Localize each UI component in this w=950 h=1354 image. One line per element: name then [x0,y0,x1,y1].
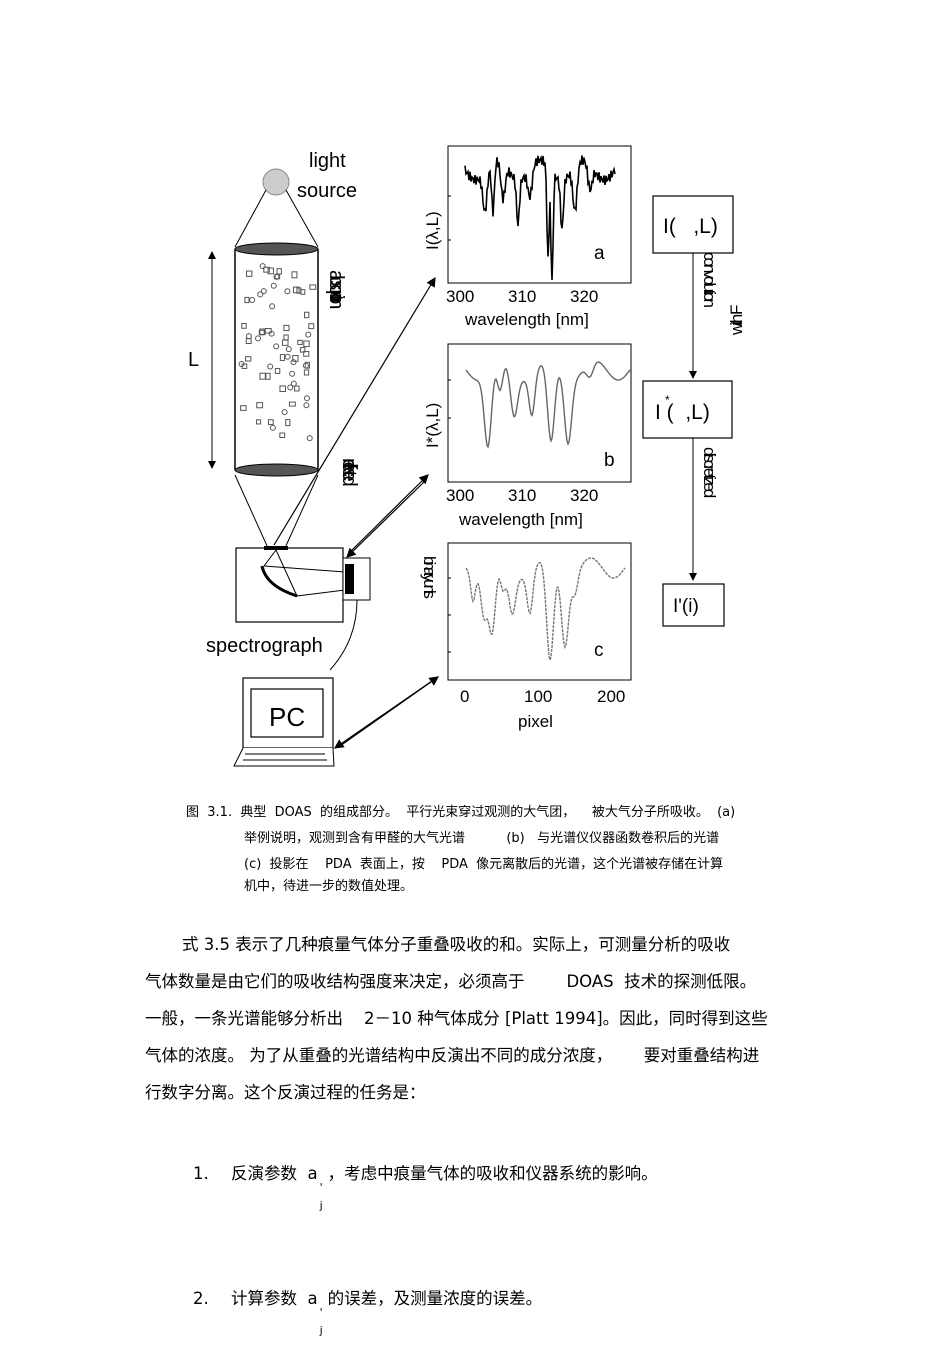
panel-a-xtick: 300 [446,287,474,306]
list-text: 计算参数 a [230,1289,318,1308]
path-length-label: L [188,349,199,371]
list-sup: ' [319,1306,323,1319]
panel-a: a 300 310 320 wavelength [nm] I(λ,L) [423,145,632,329]
panel-c-xlabel: pixel [518,712,553,731]
flow-arrow-1-side: with F [727,305,746,336]
panel-b-xtick: 300 [446,486,474,505]
column-vertical-text: absorption [325,270,347,308]
panel-b-ylabel: I*(λ,L) [423,403,442,448]
body-line-5: 行数字分离。这个反演过程的任务是： [145,1083,426,1102]
flow-box-3: I'(i) [673,596,699,617]
panel-c-xtick: 100 [524,687,552,706]
panel-a-xtick: 320 [570,287,598,306]
panel-b-xtick: 310 [508,486,536,505]
flow-diagram: I( ,L) convolution with F I ( ,L) * disc… [642,195,746,627]
list-text: 的误差，及测量浓度的误差。 [327,1289,543,1308]
flow-arrow-2-label: discretized [700,447,719,498]
panel-b: b 300 310 320 wavelength [nm] I*(λ,L) [423,343,632,529]
list-number: 2. [192,1289,209,1308]
task-list: 1.反演参数 a'j，考虑中痕量气体的吸收和仪器系统的影响。 2.计算参数 a'… [172,1118,832,1354]
body-paragraph: 式 3.5 表示了几种痕量气体分子重叠吸收的和。实际上，可测量分析的吸收 气体数… [145,926,835,1111]
panel-b-tag: b [604,450,615,471]
caption-line-4: 机中，待进一步的数值处理。 [244,879,414,894]
body-line-2: 气体数量是由它们的吸收结构强度来决定，必须高于 DOAS 技术的探测低限。 [145,972,757,991]
pc-label: PC [269,702,305,732]
figure-caption: 图 3.1. 典型 DOAS 的组成部分。 平行光束穿过观测的大气团， 被大气分… [186,800,826,900]
caption-line-2: 举例说明，观测到含有甲醛的大气光谱 (b) 与光谱仪仪器函数卷积后的光谱 [244,831,720,846]
flow-box-1: I( ,L) [663,215,718,238]
panel-a-tag: a [594,243,605,264]
list-sup: ' [319,1181,323,1194]
body-line-4: 气体的浓度。 为了从重叠的光谱结构中反演出不同的成分浓度， 要对重叠结构进 [145,1046,760,1065]
panel-c-ylabel: binary units [420,556,439,598]
list-sub: j [319,1199,323,1212]
list-item: 1. 反演参数 a' j ，考虑中痕量气体的吸收和仪器系统的影响。 [172,1118,832,1229]
list-sub: j [319,1324,323,1337]
panel-c-tag: c [594,640,604,661]
panel-c-xtick: 0 [460,687,469,706]
panel-c: c 0 100 200 pixel binary units [420,542,632,731]
spectrograph [235,546,371,623]
panel-c-xtick: 200 [597,687,625,706]
panel-a-xlabel: wavelength [nm] [464,310,589,329]
doas-figure: light source L absorption spectrograph r… [188,145,746,767]
pc-icon [233,677,335,767]
panel-b-xtick: 320 [570,486,598,505]
flow-arrow-1-label: convolution [700,252,719,308]
panel-a-xtick: 310 [508,287,536,306]
list-text: 反演参数 a [230,1164,318,1183]
panel-b-xlabel: wavelength [nm] [458,510,583,529]
light-source-icon [262,168,290,196]
list-item: 2. 计算参数 a' j 的误差，及测量浓度的误差。 [172,1243,832,1354]
flow-box-2: I ( ,L) [655,401,710,424]
panel-a-ylabel: I(λ,L) [423,211,442,250]
reflected-vertical-text: reflected [338,458,360,486]
list-text: ，考虑中痕量气体的吸收和仪器系统的影响。 [327,1164,658,1183]
caption-line-1: 图 3.1. 典型 DOAS 的组成部分。 平行光束穿过观测的大气团， 被大气分… [186,805,736,820]
body-line-3: 一般，一条光谱能够分析出 2－10 种气体成分 [Platt 1994]。因此，… [145,1009,768,1028]
caption-line-3: (c) 投影在 PDA 表面上，按 PDA 像元离散后的光谱，这个光谱被存储在计… [244,857,724,872]
body-line-1: 式 3.5 表示了几种痕量气体分子重叠吸收的和。实际上，可测量分析的吸收 [182,935,731,954]
air-column [234,242,319,477]
spectrograph-label: spectrograph [206,635,323,657]
light-source-label-2: source [297,180,357,202]
flow-box-2-sup: * [665,393,670,407]
list-number: 1. [192,1164,209,1183]
light-source-label-1: light [309,150,346,172]
